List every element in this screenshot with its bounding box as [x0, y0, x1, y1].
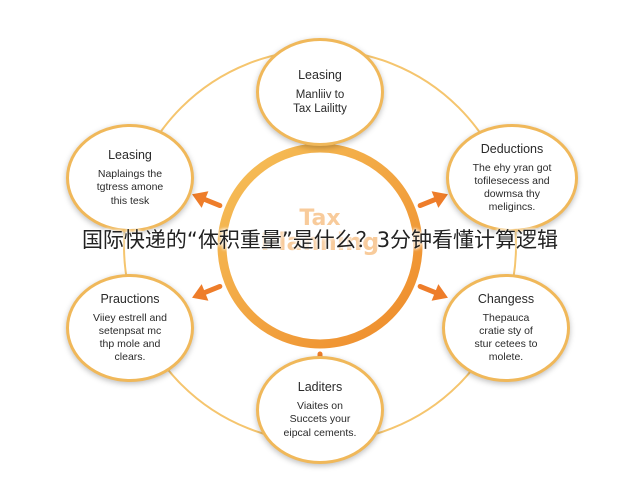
caption-text: 国际快递的“体积重量”是什么？3分钟看懂计算逻辑	[81, 228, 559, 252]
node-body: Naplaings the tgtress amone this tesk	[96, 168, 164, 207]
arrow-icon	[417, 283, 448, 301]
node-title: Leasing	[298, 67, 342, 82]
arrow-icon	[192, 191, 223, 209]
node-title: Laditers	[297, 380, 343, 395]
center-ring	[217, 143, 423, 349]
node-title: Deductions	[480, 141, 544, 156]
node-lower-right: Changess Thepauca cratie sty of stur cet…	[442, 274, 570, 382]
node-upper-right: Deductions The ehy yran got tofilesecess…	[446, 124, 578, 232]
node-body: Viaites on Succets your eipcal cements.	[283, 400, 357, 439]
node-title: Prauctions	[100, 291, 160, 306]
node-lower-left: Prauctions Viiey estrell and setenpsat m…	[66, 274, 194, 382]
node-top: Leasing Manliiv to Tax Lailitty	[256, 38, 384, 146]
arrow-icon	[417, 191, 448, 209]
node-body: Thepauca cratie sty of stur cetees to mo…	[474, 311, 538, 364]
node-title: Leasing	[108, 148, 152, 163]
node-body: Manliiv to Tax Lailitty	[293, 88, 347, 115]
node-bottom: Laditers Viaites on Succets your eipcal …	[256, 356, 384, 464]
node-body: Viiey estrell and setenpsat mc thp mole …	[93, 311, 167, 364]
center-title-line2: Planning	[260, 228, 380, 256]
arrow-icon	[192, 283, 223, 301]
center-title: Tax Planning	[230, 206, 410, 256]
center-title-line1: Tax	[299, 206, 341, 231]
node-title: Changess	[477, 291, 535, 306]
node-body: The ehy yran got tofilesecess and dowmsa…	[472, 161, 552, 214]
node-upper-left: Leasing Naplaings the tgtress amone this…	[66, 124, 194, 232]
